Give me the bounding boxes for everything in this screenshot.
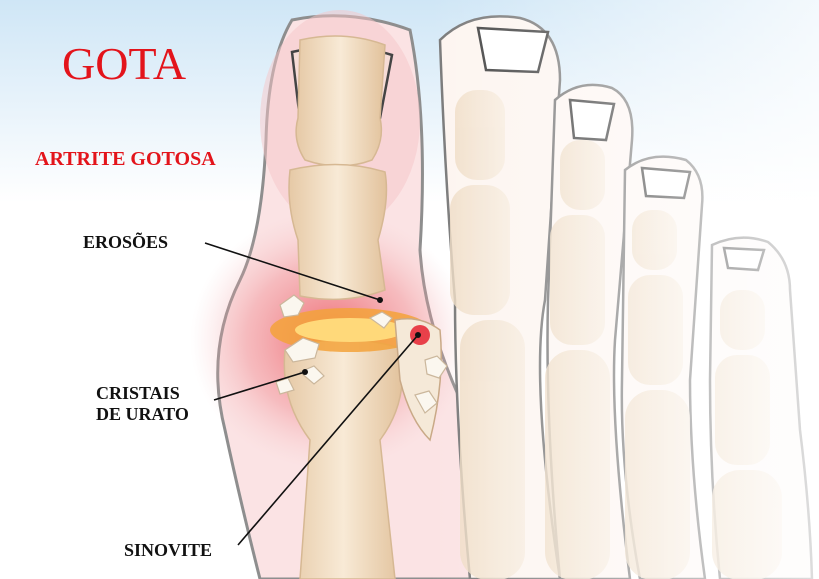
label-cristais-line2: DE URATO [96,404,189,425]
subtitle: ARTRITE GOTOSA [35,149,216,170]
label-sinovite: SINOVITE [124,541,212,560]
label-cristais-de-urato: CRISTAIS DE URATO [96,383,189,424]
label-erosoes: EROSÕES [83,233,168,252]
title: GOTA [62,40,186,88]
sinovite-dot [415,332,421,338]
right-fade [430,0,819,579]
cristais-dot [302,369,308,375]
erosoes-dot [377,297,383,303]
label-cristais-line1: CRISTAIS [96,383,189,404]
